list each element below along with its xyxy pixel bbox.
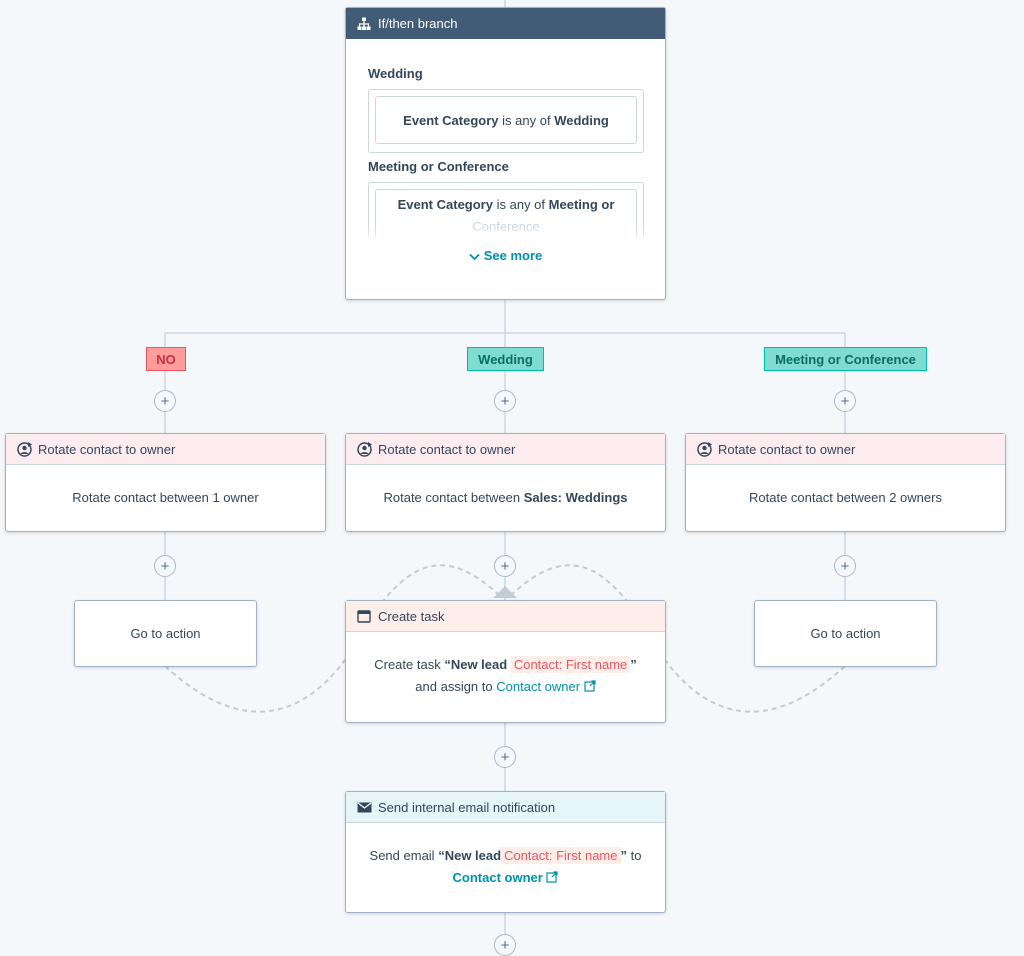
add-action-button[interactable]: + (494, 555, 516, 577)
external-link-icon[interactable] (546, 868, 559, 890)
email-body-prefix: Send email (369, 848, 435, 863)
task-icon (356, 608, 372, 624)
add-action-button[interactable]: + (154, 555, 176, 577)
rotate-card-body: Rotate contact between 2 owners (749, 490, 942, 505)
rotate-card-header: Rotate contact to owner (346, 434, 665, 465)
close-quote: ” (620, 848, 628, 863)
add-action-button[interactable]: + (154, 390, 176, 412)
email-icon (356, 799, 372, 815)
rotate-owner-icon (356, 441, 372, 457)
rotate-owner-card-wedding[interactable]: Rotate contact to owner Rotate contact b… (345, 433, 666, 532)
add-action-button[interactable]: + (494, 746, 516, 768)
contact-owner-link[interactable]: Contact owner (452, 870, 543, 885)
rotate-owner-icon (696, 441, 712, 457)
see-more-label: See more (483, 248, 543, 263)
rotate-card-title: Rotate contact to owner (38, 441, 176, 457)
condition-operator: is any of (496, 197, 546, 212)
rotate-card-body: Rotate contact between 1 owner (72, 490, 259, 505)
create-task-body: Create task “New lead Contact: First nam… (346, 632, 665, 699)
go-to-action-card-right[interactable]: Go to action (754, 600, 937, 667)
condition-property: Event Category (397, 197, 493, 212)
external-link-icon[interactable] (584, 677, 596, 699)
rotate-body-prefix: Rotate contact between (383, 490, 521, 505)
email-to-label: to (630, 848, 642, 863)
fade-overlay (346, 226, 665, 246)
if-then-branch-card[interactable]: If/then branch Wedding Event Category is… (345, 7, 666, 300)
branch-icon (356, 16, 372, 32)
branch-label-wedding: Wedding (467, 347, 544, 371)
go-to-action-label: Go to action (130, 626, 201, 641)
branch-card-title: If/then branch (378, 16, 458, 31)
add-action-button[interactable]: + (494, 934, 516, 956)
open-quote: “ (438, 848, 445, 863)
branch-label-no: NO (146, 347, 186, 371)
rotate-team-name: Sales: Weddings (523, 490, 628, 505)
email-subject: New lead (444, 848, 502, 863)
add-action-button[interactable]: + (494, 390, 516, 412)
rotate-card-header: Rotate contact to owner (6, 434, 325, 465)
email-card-title: Send internal email notification (378, 799, 556, 815)
condition-operator: is any of (502, 112, 551, 128)
group-name-wedding: Wedding (368, 66, 423, 81)
wedding-condition-box[interactable]: Event Category is any of Wedding (368, 89, 644, 153)
internal-email-card[interactable]: Send internal email notification Send em… (345, 791, 666, 913)
contact-owner-link[interactable]: Contact owner (496, 679, 581, 694)
rotate-card-title: Rotate contact to owner (718, 441, 856, 457)
email-card-header: Send internal email notification (346, 792, 665, 823)
create-task-card[interactable]: Create task Create task “New lead Contac… (345, 600, 666, 723)
personalization-token: Contact: First name (510, 656, 631, 673)
condition-value: Meeting or (548, 197, 615, 212)
task-body-prefix: Create task (374, 657, 441, 672)
branch-card-header: If/then branch (346, 8, 665, 39)
rotate-owner-card-no[interactable]: Rotate contact to owner Rotate contact b… (5, 433, 326, 532)
rotate-owner-icon (16, 441, 32, 457)
branch-label-meeting: Meeting or Conference (764, 347, 927, 371)
add-action-button[interactable]: + (834, 390, 856, 412)
condition-value: Wedding (554, 112, 609, 128)
chevron-down-icon (469, 249, 480, 264)
rotate-card-header: Rotate contact to owner (686, 434, 1005, 465)
see-more-link[interactable]: See more (346, 248, 665, 264)
personalization-token: Contact: First name (501, 847, 621, 864)
group-name-meeting: Meeting or Conference (368, 159, 509, 174)
close-quote: ” (630, 657, 637, 672)
task-name: New lead (450, 657, 508, 672)
rotate-card-title: Rotate contact to owner (378, 441, 516, 457)
go-to-action-card-left[interactable]: Go to action (74, 600, 257, 667)
create-task-title: Create task (378, 608, 445, 624)
wedding-condition: Event Category is any of Wedding (375, 96, 637, 144)
condition-property: Event Category (403, 112, 499, 128)
go-to-action-label: Go to action (810, 626, 881, 641)
create-task-header: Create task (346, 601, 665, 632)
assign-prefix: and assign to (415, 679, 493, 694)
rotate-owner-card-meeting[interactable]: Rotate contact to owner Rotate contact b… (685, 433, 1006, 532)
rotate-card-body: Rotate contact between Sales: Weddings (346, 465, 665, 505)
add-action-button[interactable]: + (834, 555, 856, 577)
